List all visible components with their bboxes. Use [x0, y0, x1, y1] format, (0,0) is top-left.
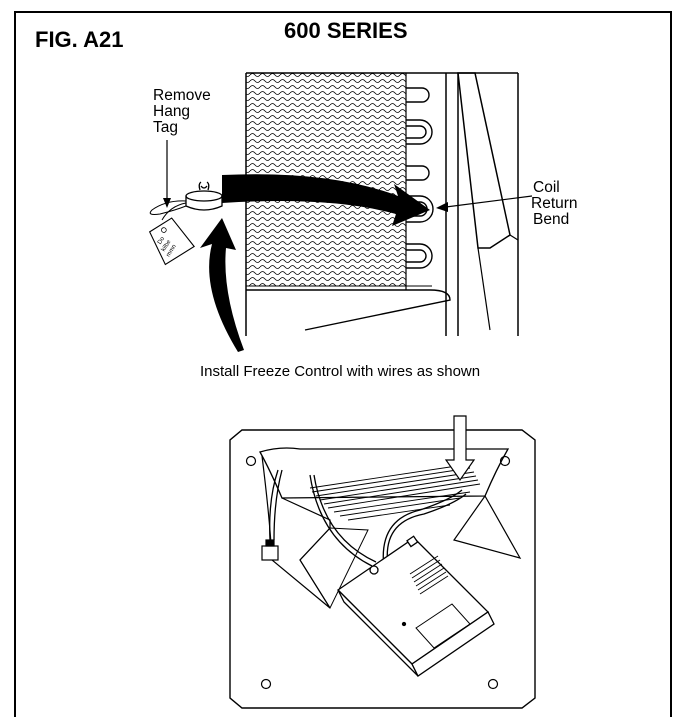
- coil-return-bend-label-line1: Coil: [533, 179, 560, 196]
- hang-tag: [148, 217, 195, 266]
- hang-tag-label-line1: Remove: [153, 87, 211, 104]
- install-caption: Install Freeze Control with wires as sho…: [200, 363, 481, 380]
- bottom-install-arrow: [200, 218, 244, 352]
- inner-coil-fins: [309, 463, 481, 521]
- figure-frame: [14, 11, 672, 717]
- hang-tag-label-line2: Hang: [153, 103, 191, 120]
- freeze-control-box: [336, 535, 495, 677]
- coil-return-bend-label-line3: Bend: [533, 211, 570, 228]
- control-wires: [269, 469, 467, 569]
- hang-tag-label-line3: Tag: [153, 119, 178, 136]
- series-title: 600 SERIES: [284, 18, 408, 43]
- mounting-screws: [245, 455, 511, 690]
- freeze-control-sensor: [185, 181, 223, 211]
- wire-connector: [261, 539, 279, 561]
- coil-return-bend-leader: [437, 195, 533, 209]
- return-bend-tubes: [406, 87, 434, 269]
- top-install-arrow: [222, 174, 430, 226]
- placement-arrow: [444, 415, 476, 482]
- figure-label: FIG. A21: [35, 27, 124, 52]
- coil-return-bend-label-line2: Return: [531, 195, 578, 212]
